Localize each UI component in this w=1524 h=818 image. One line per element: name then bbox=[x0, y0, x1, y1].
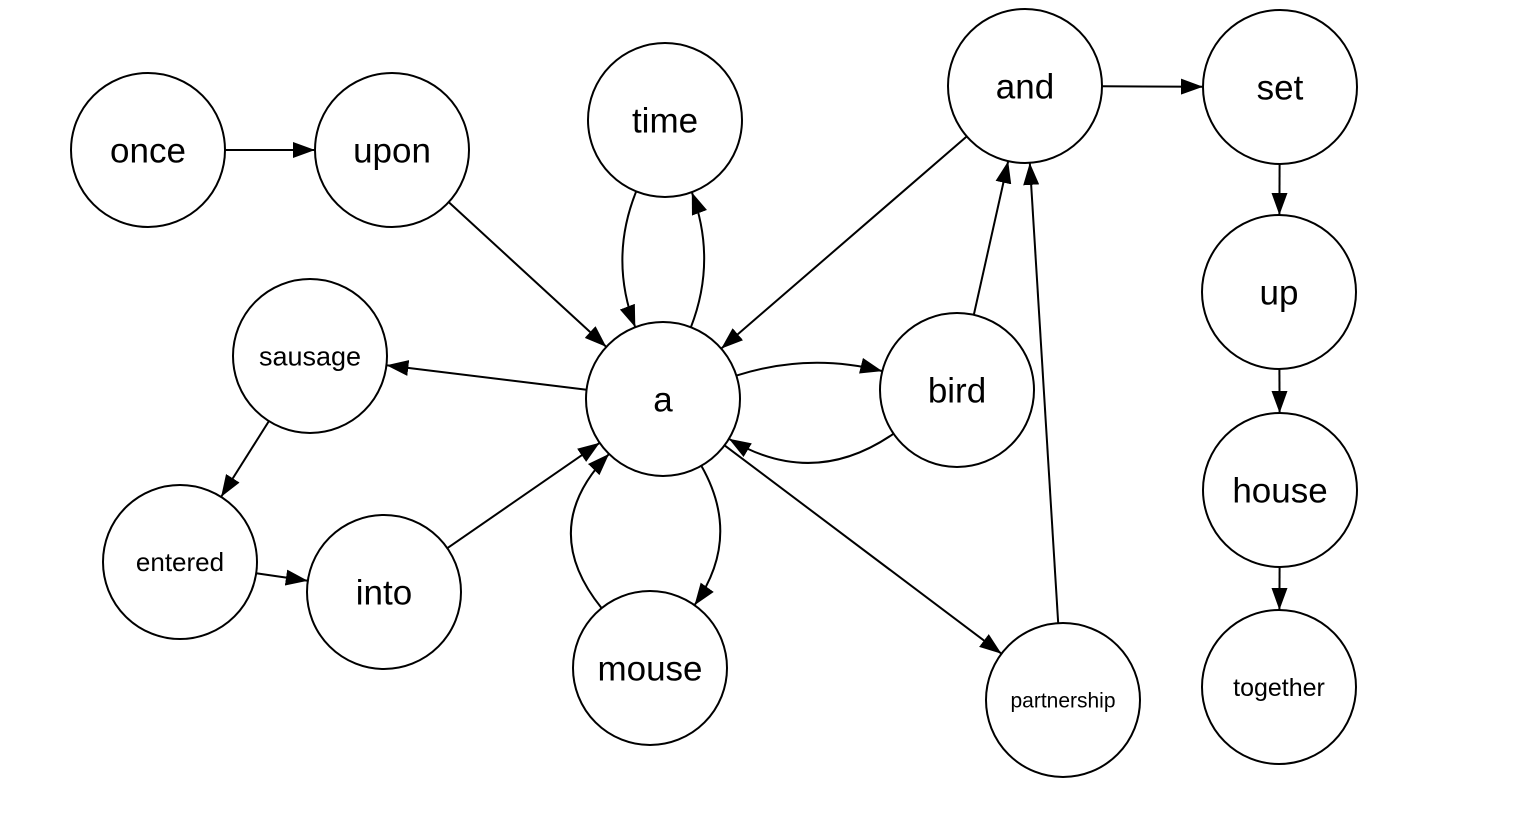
edge-sausage-entered bbox=[220, 420, 270, 498]
node-up: up bbox=[1201, 214, 1357, 370]
edge-and-a bbox=[720, 135, 968, 350]
node-up-label: up bbox=[1260, 273, 1299, 312]
node-together-label: together bbox=[1233, 674, 1325, 702]
edge-entered-into bbox=[256, 569, 308, 586]
node-set: set bbox=[1202, 9, 1358, 165]
edge-a-sausage bbox=[386, 360, 587, 391]
edge-time-a bbox=[619, 191, 638, 328]
node-and: and bbox=[947, 8, 1103, 164]
node-sausage: sausage bbox=[232, 278, 388, 434]
edge-into-a bbox=[446, 441, 601, 550]
node-into-circle bbox=[306, 514, 462, 670]
node-mouse: mouse bbox=[572, 590, 728, 746]
edge-a-bird bbox=[736, 357, 883, 377]
node-upon-label: upon bbox=[353, 131, 431, 170]
node-time-label: time bbox=[632, 101, 698, 140]
node-bird-label: bird bbox=[928, 371, 986, 410]
node-and-label: and bbox=[996, 67, 1054, 106]
node-partnership: partnership bbox=[985, 622, 1141, 778]
node-into-label: into bbox=[356, 573, 412, 612]
node-bird-circle bbox=[879, 312, 1035, 468]
node-mouse-label: mouse bbox=[597, 649, 702, 688]
node-set-circle bbox=[1202, 9, 1358, 165]
node-a: a bbox=[585, 321, 741, 477]
edge-upon-a bbox=[448, 201, 607, 348]
node-entered-circle bbox=[102, 484, 258, 640]
edge-a-partnership bbox=[723, 444, 1003, 655]
node-a-circle bbox=[585, 321, 741, 477]
node-into: into bbox=[306, 514, 462, 670]
node-sausage-label: sausage bbox=[259, 341, 361, 371]
edge-bird-a bbox=[728, 432, 895, 464]
node-a-label: a bbox=[653, 380, 673, 419]
edge-a-time bbox=[689, 191, 707, 328]
node-sausage-circle bbox=[232, 278, 388, 434]
node-mouse-circle bbox=[572, 590, 728, 746]
node-bird: bird bbox=[879, 312, 1035, 468]
node-up-circle bbox=[1201, 214, 1357, 370]
node-entered-label: entered bbox=[136, 547, 224, 577]
node-together: together bbox=[1201, 609, 1357, 765]
node-house-circle bbox=[1202, 412, 1358, 568]
node-house: house bbox=[1202, 412, 1358, 568]
edge-partnership-and bbox=[1023, 162, 1060, 624]
node-entered: entered bbox=[102, 484, 258, 640]
node-partnership-label: partnership bbox=[1010, 689, 1115, 712]
edge-mouse-a bbox=[569, 453, 610, 609]
node-once-label: once bbox=[110, 131, 186, 170]
node-together-circle bbox=[1201, 609, 1357, 765]
node-upon: upon bbox=[314, 72, 470, 228]
node-time-circle bbox=[587, 42, 743, 198]
edge-a-mouse bbox=[693, 465, 722, 606]
node-house-label: house bbox=[1232, 471, 1327, 510]
node-once: once bbox=[70, 72, 226, 228]
node-set-label: set bbox=[1257, 68, 1304, 107]
edge-bird-and bbox=[972, 160, 1012, 316]
node-time: time bbox=[587, 42, 743, 198]
node-partnership-circle bbox=[985, 622, 1141, 778]
